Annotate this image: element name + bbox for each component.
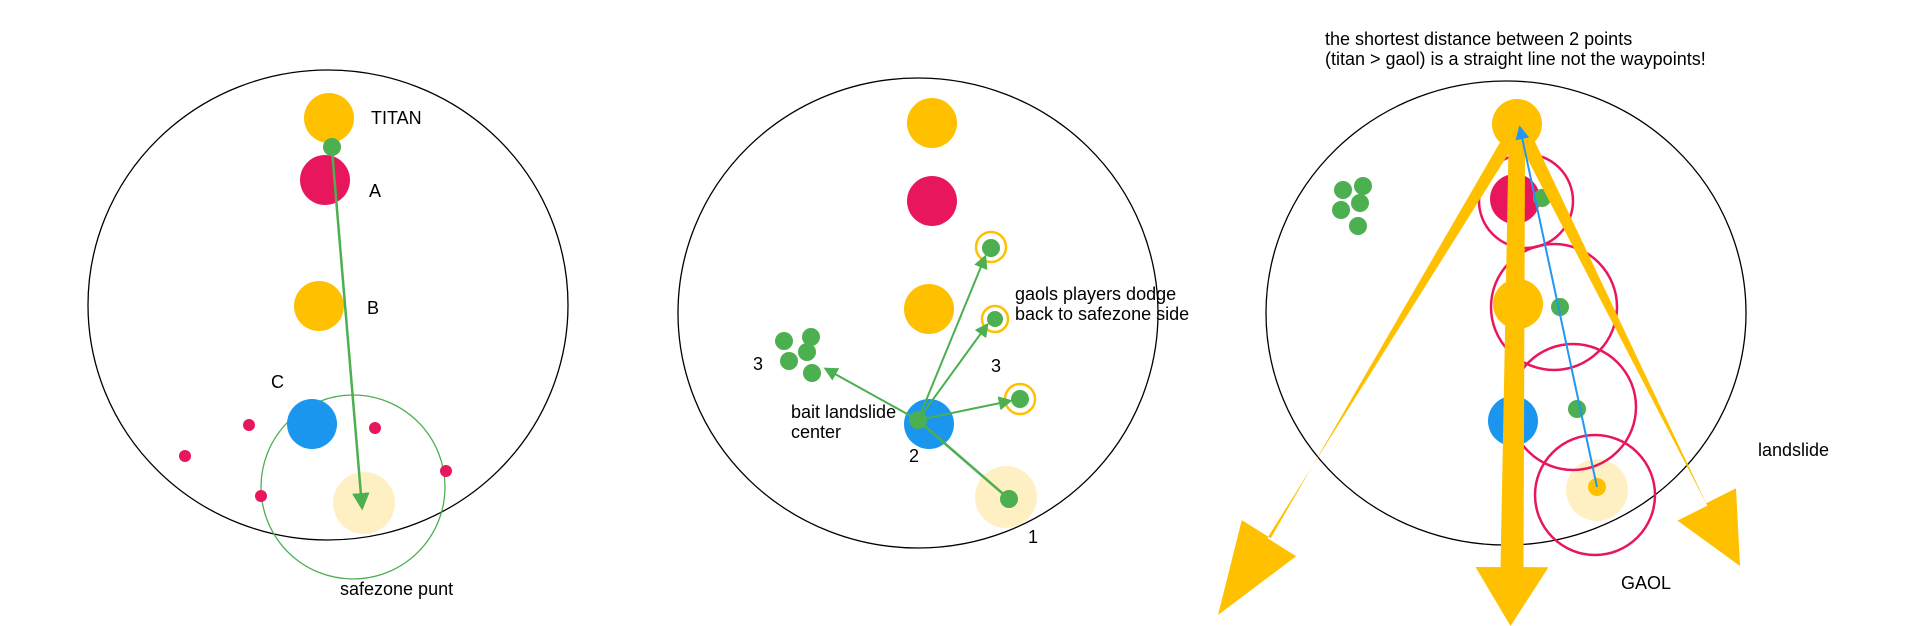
stack-player	[798, 343, 816, 361]
stack-player	[775, 332, 793, 350]
gaoled-player	[323, 138, 341, 156]
panel-2: gaols players dodge back to safezone sid…	[677, 77, 1189, 549]
gaol-count-label: 1	[1028, 527, 1038, 547]
player-dot	[440, 465, 452, 477]
bait-label-line1: bait landslide	[791, 402, 896, 422]
player-dot	[255, 490, 267, 502]
landslide-arrow-right	[1512, 119, 1740, 567]
waypoint-ring	[1533, 433, 1657, 557]
panel-1: TITAN A B C safezone punt	[87, 69, 569, 599]
titan-label: TITAN	[371, 108, 422, 128]
gaol-marker-pale	[333, 472, 395, 534]
note-line1: the shortest distance between 2 points	[1325, 29, 1632, 49]
marker-c	[287, 399, 337, 449]
dodge-arrow	[917, 322, 989, 421]
marker-b	[904, 284, 954, 334]
move-arrow	[919, 421, 1010, 500]
arena-circle	[87, 69, 569, 541]
gaol-label: GAOL	[1621, 573, 1671, 593]
shortest-path-arrow	[1515, 125, 1598, 488]
dodge-count-label: 3	[991, 356, 1001, 376]
arena-circle	[677, 77, 1159, 549]
bait-count-label: 2	[909, 446, 919, 466]
landslide-arrow-center	[1475, 128, 1549, 626]
marker-a	[300, 155, 350, 205]
a-label: A	[369, 181, 381, 201]
safezone-label: safezone punt	[340, 579, 453, 599]
player-dot	[369, 422, 381, 434]
dodge-ring	[974, 230, 1008, 264]
stack-player	[1354, 177, 1372, 195]
dodge-arrow	[917, 396, 1013, 421]
marker-b	[294, 281, 344, 331]
stack-player	[802, 328, 820, 346]
gaoled-player	[1011, 390, 1029, 408]
stack-player	[1349, 217, 1367, 235]
b-label: B	[367, 298, 379, 318]
titan-marker	[907, 98, 957, 148]
player-dot	[179, 450, 191, 462]
marker-a	[907, 176, 957, 226]
stack-player	[780, 352, 798, 370]
panel-3: the shortest distance between 2 points (…	[1218, 29, 1829, 626]
waypoint-player	[1551, 298, 1569, 316]
gaoled-player	[987, 311, 1003, 327]
waypoint-player	[1568, 400, 1586, 418]
landslide-label: landslide	[1758, 440, 1829, 460]
bait-label-line2: center	[791, 422, 841, 442]
waypoint-ring	[1489, 242, 1619, 372]
punt-arrow	[330, 149, 370, 511]
player-dot	[243, 419, 255, 431]
titan-marker	[304, 93, 354, 143]
stack-player	[1334, 181, 1352, 199]
stack-count-label: 3	[753, 354, 763, 374]
dodge-label-line2: back to safezone side	[1015, 304, 1189, 324]
landslide-arrow-left	[1218, 124, 1524, 615]
stack-player	[803, 364, 821, 382]
gaoled-player	[982, 239, 1000, 257]
stack-player	[1332, 201, 1350, 219]
dodge-ring	[980, 304, 1010, 334]
note-line2: (titan > gaol) is a straight line not th…	[1325, 49, 1706, 69]
bait-arrow	[823, 367, 919, 421]
c-label: C	[271, 372, 284, 392]
dodge-label-line1: gaols players dodge	[1015, 284, 1176, 304]
stack-player	[1351, 194, 1369, 212]
dodge-arrow	[917, 254, 988, 421]
